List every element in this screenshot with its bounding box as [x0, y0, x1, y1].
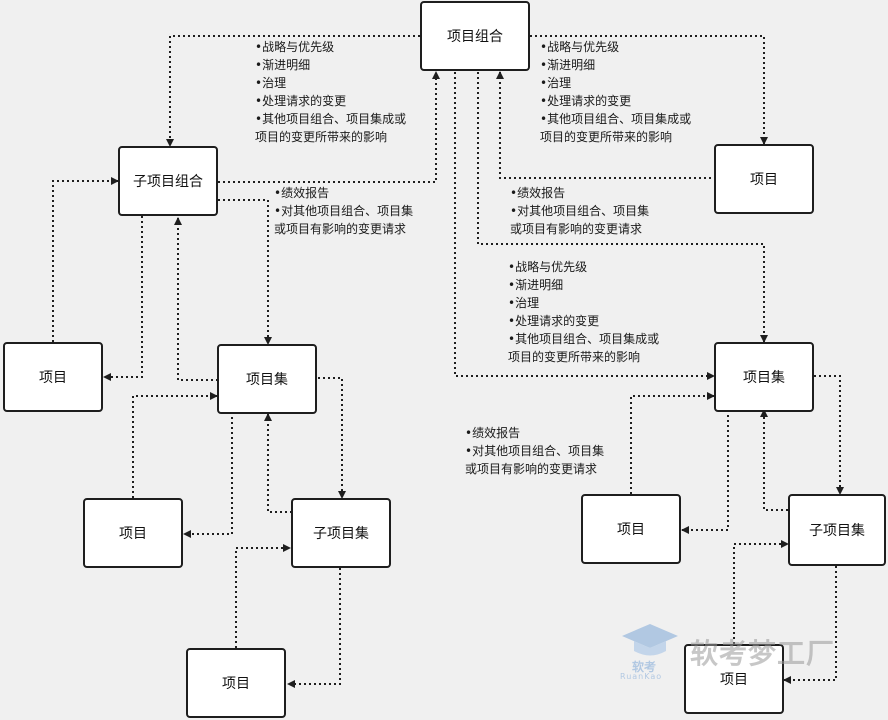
- note-line: •绩效报告: [510, 186, 566, 200]
- node-label: 项目组合: [447, 29, 503, 45]
- node-label: 项目: [39, 370, 67, 386]
- note-line: •处理请求的变更: [255, 94, 347, 108]
- note-line: •渐进明细: [540, 58, 596, 72]
- note-line: •战略与优先级: [255, 40, 335, 54]
- note-report-left: •绩效报告 •对其他项目组合、项目集 或项目有影响的变更请求: [274, 184, 413, 238]
- note-line: •绩效报告: [274, 186, 330, 200]
- edge-project-mid-left-to-program-left: [132, 392, 218, 498]
- node-sub-portfolio: 子项目组合: [118, 146, 218, 216]
- watermark-main: 软考梦工厂: [690, 637, 836, 670]
- edge-project-left-to-sub-portfolio: [52, 177, 119, 342]
- edge-project-bottom-left-to-sub-program-left: [235, 544, 291, 648]
- note-line: 项目的变更所带来的影响: [255, 130, 388, 144]
- note-line: 或项目有影响的变更请求: [274, 222, 407, 236]
- node-project-mid-right: 项目: [581, 494, 681, 564]
- edge-project-bottom-right-to-sub-program-right: [733, 540, 789, 644]
- node-portfolio: 项目组合: [420, 1, 530, 71]
- note-line: •处理请求的变更: [508, 314, 600, 328]
- edge-portfolio-to-program-right: [477, 72, 768, 343]
- node-label: 项目: [617, 522, 645, 538]
- node-label: 项目: [222, 676, 250, 692]
- node-program-right: 项目集: [714, 342, 814, 412]
- node-label: 项目: [119, 526, 147, 542]
- watermark-en: RuanKao: [620, 672, 663, 681]
- note-line: •渐进明细: [255, 58, 311, 72]
- edge-portfolio-to-sub-portfolio: [166, 35, 420, 147]
- node-label: 项目集: [246, 372, 288, 388]
- node-label: 子项目集: [313, 526, 369, 542]
- note-line: •战略与优先级: [540, 40, 620, 54]
- node-label: 子项目组合: [133, 174, 203, 190]
- node-label: 子项目集: [809, 523, 865, 539]
- note-line: •绩效报告: [465, 426, 521, 440]
- edge-program-left-to-sub-portfolio: [174, 217, 218, 381]
- note-line: •其他项目组合、项目集成或: [540, 112, 692, 126]
- note-line: 或项目有影响的变更请求: [465, 462, 598, 476]
- edge-project-top-right-to-portfolio: [496, 71, 716, 179]
- note-line: •对其他项目组合、项目集: [465, 444, 605, 458]
- edge-sub-program-right-to-program-right: [760, 409, 788, 511]
- note-governance-right: •战略与优先级 •渐进明细 •治理 •处理请求的变更 •其他项目组合、项目集成或…: [540, 38, 691, 146]
- note-line: •其他项目组合、项目集成或: [508, 332, 660, 346]
- watermark: 软考 RuanKao 软考梦工厂: [610, 618, 880, 682]
- graduation-cap-icon: [622, 624, 678, 656]
- edge-sub-portfolio-to-project-left: [103, 216, 143, 381]
- node-project-bottom-right: 项目: [684, 644, 784, 714]
- edge-program-left-to-sub-program-left: [318, 377, 346, 499]
- node-project-top-right: 项目: [714, 144, 814, 214]
- node-program-left: 项目集: [217, 344, 317, 414]
- node-label: 项目: [750, 172, 778, 188]
- note-line: •治理: [255, 76, 287, 90]
- note-line: •渐进明细: [508, 278, 564, 292]
- edge-program-right-to-project-mid-right: [681, 410, 729, 534]
- edge-portfolio-to-project-top-right: [530, 35, 768, 145]
- node-project-bottom-left: 项目: [186, 648, 286, 718]
- note-line: •对其他项目组合、项目集: [510, 204, 650, 218]
- note-report-bottom: •绩效报告 •对其他项目组合、项目集 或项目有影响的变更请求: [465, 424, 604, 478]
- note-line: •处理请求的变更: [540, 94, 632, 108]
- node-sub-program-right: 子项目集: [788, 494, 886, 566]
- edge-program-left-to-project-mid-left: [183, 412, 233, 538]
- edge-portfolio-to-program-right-lower: [454, 72, 715, 380]
- note-line: 项目的变更所带来的影响: [508, 350, 641, 364]
- edge-sub-portfolio-to-program-left: [218, 199, 272, 345]
- node-sub-program-left: 子项目集: [291, 498, 391, 568]
- note-line: •治理: [540, 76, 572, 90]
- edge-sub-portfolio-to-portfolio: [218, 71, 440, 183]
- watermark-sub: 软考: [632, 660, 657, 674]
- note-line: •治理: [508, 296, 540, 310]
- edge-project-mid-right-to-program-right: [630, 392, 715, 494]
- note-line: 项目的变更所带来的影响: [540, 130, 673, 144]
- node-label: 项目集: [743, 370, 785, 386]
- node-project-left: 项目: [3, 342, 103, 412]
- note-report-right: •绩效报告 •对其他项目组合、项目集 或项目有影响的变更请求: [510, 184, 649, 238]
- edge-sub-program-left-to-program-left: [264, 413, 292, 513]
- note-governance-left: •战略与优先级 •渐进明细 •治理 •处理请求的变更 •其他项目组合、项目集成或…: [255, 38, 406, 146]
- node-project-mid-left: 项目: [83, 498, 183, 568]
- note-line: •其他项目组合、项目集成或: [255, 112, 407, 126]
- note-governance-mid: •战略与优先级 •渐进明细 •治理 •处理请求的变更 •其他项目组合、项目集成或…: [508, 258, 659, 366]
- note-line: •对其他项目组合、项目集: [274, 204, 414, 218]
- edge-program-right-to-sub-program-right: [814, 375, 844, 495]
- edge-sub-program-left-to-project-bottom-left: [287, 568, 341, 688]
- node-label: 项目: [720, 672, 748, 688]
- note-line: 或项目有影响的变更请求: [510, 222, 643, 236]
- note-line: •战略与优先级: [508, 260, 588, 274]
